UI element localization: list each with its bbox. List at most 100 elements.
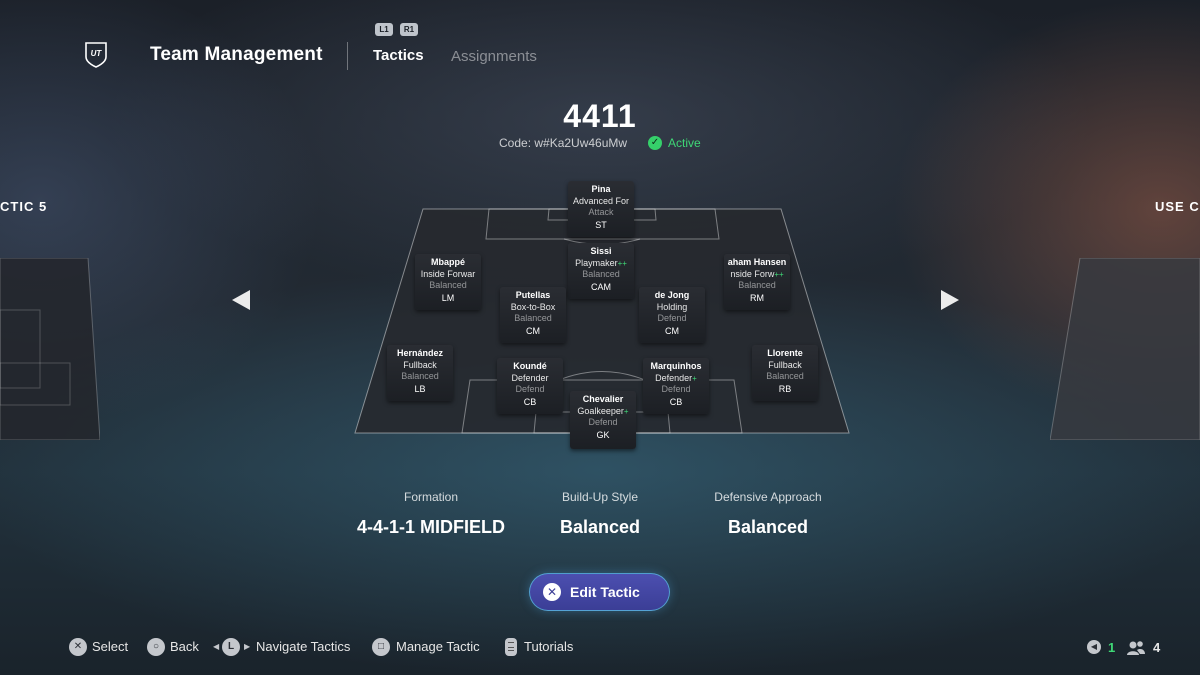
player-name: Putellas	[515, 290, 551, 300]
notification-icon[interactable]: ◀	[1087, 640, 1101, 654]
chemistry-plus: ++	[617, 259, 627, 268]
player-card-cam[interactable]: Sissi Playmaker++ Balanced CAM	[568, 243, 634, 299]
formation-label: Formation	[403, 490, 459, 504]
tab-assignments[interactable]: Assignments	[451, 48, 537, 65]
chemistry-plus: ++	[774, 270, 784, 279]
player-position: CB	[523, 397, 537, 407]
next-tactic-pitch[interactable]	[1050, 258, 1200, 440]
defensive-approach-value: Balanced	[727, 517, 809, 537]
cross-button-icon: ✕	[69, 638, 87, 656]
player-name: Mbappé	[430, 257, 465, 267]
player-card-cb-right[interactable]: Marquinhos Defender+ Defend CB	[643, 358, 709, 414]
chevron-left-icon: ◀	[213, 642, 220, 651]
player-focus: Balanced	[401, 371, 439, 381]
prev-tactic-label[interactable]: CTIC 5	[0, 199, 48, 214]
player-focus: Defend	[588, 417, 618, 427]
player-focus: Balanced	[766, 371, 804, 381]
build-up-label: Build-Up Style	[561, 490, 639, 504]
player-position: GK	[596, 430, 610, 440]
player-role: Goalkeeper	[577, 406, 624, 416]
prev-tactic-pitch[interactable]	[0, 258, 100, 440]
player-card-lb[interactable]: Hernández Fullback Balanced LB	[387, 345, 453, 401]
player-name: Marquinhos	[650, 361, 702, 371]
next-tactic-label[interactable]: USE C	[1155, 199, 1200, 214]
player-role: Fullback	[403, 360, 437, 370]
player-focus: Balanced	[429, 280, 467, 290]
tactic-name: 4411	[563, 98, 637, 134]
player-role: Defender	[655, 373, 693, 383]
r1-button-icon: R1	[400, 23, 418, 36]
page-title: Team Management	[150, 44, 323, 65]
player-card-cb-left[interactable]: Koundé Defender Defend CB	[497, 358, 563, 414]
svg-text:UT: UT	[91, 49, 103, 58]
player-position: RM	[750, 293, 764, 303]
player-focus: Defend	[657, 313, 687, 323]
player-card-lm[interactable]: Mbappé Inside Forwar Balanced LM	[415, 254, 481, 310]
defensive-approach-label: Defensive Approach	[714, 490, 822, 504]
player-position: ST	[595, 220, 607, 230]
player-name: de Jong	[654, 290, 690, 300]
check-icon: ✓	[648, 136, 662, 150]
l1-button-icon: L1	[375, 23, 393, 36]
player-name: Sissi	[590, 246, 612, 256]
footer-select[interactable]: Select	[92, 639, 129, 654]
player-position: CB	[669, 397, 683, 407]
player-focus: Balanced	[514, 313, 552, 323]
player-focus: Balanced	[738, 280, 776, 290]
arrow-right-icon[interactable]	[940, 289, 960, 311]
ultimate-team-logo: UT	[84, 41, 108, 69]
touchpad-icon	[505, 638, 517, 656]
status-badge: Active	[668, 136, 701, 150]
player-role: Fullback	[768, 360, 802, 370]
player-role: Defender	[511, 373, 549, 383]
player-focus: Balanced	[582, 269, 620, 279]
player-position: LM	[441, 293, 455, 303]
chemistry-plus: +	[623, 407, 629, 416]
player-name: Pina	[591, 184, 611, 194]
friends-count: 4	[1153, 640, 1161, 655]
player-name: Hernández	[396, 348, 443, 358]
player-card-rb[interactable]: Llorente Fullback Balanced RB	[752, 345, 818, 401]
player-focus: Attack	[588, 207, 614, 217]
cross-button-icon: ✕	[543, 583, 561, 601]
formation-value: 4-4-1-1 MIDFIELD	[356, 517, 506, 537]
footer-tutorials[interactable]: Tutorials	[524, 639, 574, 654]
footer-navigate-tactics[interactable]: Navigate Tactics	[256, 639, 351, 654]
player-card-st[interactable]: Pina Advanced For Attack ST	[568, 181, 634, 237]
friends-icon[interactable]	[1126, 640, 1146, 656]
square-button-icon: □	[372, 638, 390, 656]
player-role: nside Forw	[730, 269, 775, 279]
l-stick-icon: L	[222, 638, 240, 656]
player-role: Inside Forwar	[420, 269, 476, 279]
player-name: aham Hansen	[727, 257, 787, 267]
player-card-gk[interactable]: Chevalier Goalkeeper+ Defend GK	[570, 391, 636, 449]
player-position: CAM	[591, 282, 611, 292]
footer-back[interactable]: Back	[170, 639, 199, 654]
edit-tactic-label: Edit Tactic	[570, 584, 640, 600]
player-name: Chevalier	[582, 394, 624, 404]
player-name: Llorente	[767, 348, 803, 358]
player-position: RB	[778, 384, 792, 394]
player-role: Playmaker	[575, 258, 618, 268]
player-card-cm-right[interactable]: de Jong Holding Defend CM	[639, 287, 705, 343]
tactic-code: Code: w#Ka2Uw46uMw	[499, 136, 628, 150]
player-position: LB	[414, 384, 426, 394]
build-up-value: Balanced	[559, 517, 641, 537]
chemistry-plus: +	[692, 374, 697, 383]
notification-count: 1	[1108, 640, 1116, 655]
arrow-left-icon[interactable]	[231, 289, 251, 311]
player-card-rm[interactable]: aham Hansen nside Forw++ Balanced RM	[724, 254, 790, 310]
tab-tactics[interactable]: Tactics	[373, 47, 424, 64]
header-divider	[347, 42, 348, 70]
player-position: CM	[526, 326, 540, 336]
circle-button-icon: ○	[147, 638, 165, 656]
chevron-right-icon: ▶	[244, 642, 251, 651]
player-name: Koundé	[513, 361, 547, 371]
player-focus: Defend	[661, 384, 691, 394]
player-card-cm-left[interactable]: Putellas Box-to-Box Balanced CM	[500, 287, 566, 343]
player-role: Advanced For	[572, 196, 630, 206]
player-focus: Defend	[515, 384, 545, 394]
footer-manage-tactic[interactable]: Manage Tactic	[396, 639, 480, 654]
player-role: Holding	[656, 302, 688, 312]
player-role: Box-to-Box	[510, 302, 556, 312]
